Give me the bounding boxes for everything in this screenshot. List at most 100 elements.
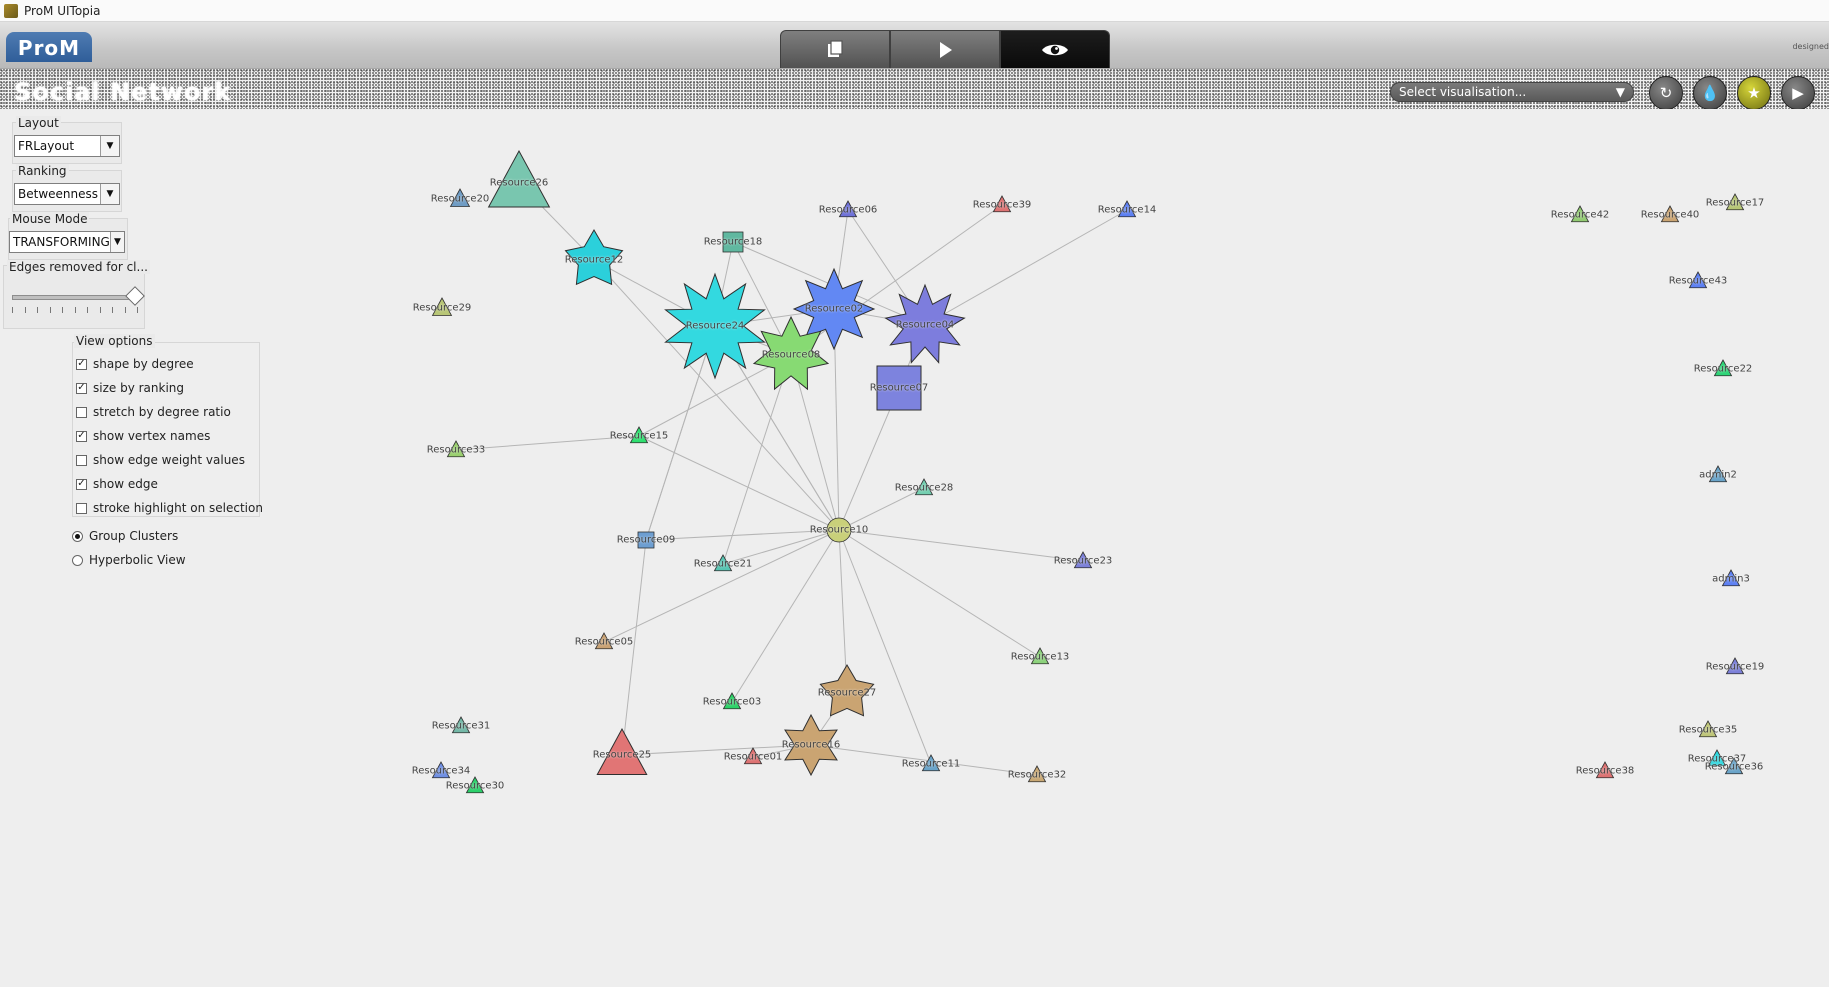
edge[interactable] bbox=[810, 744, 1038, 776]
edge[interactable] bbox=[455, 435, 640, 451]
node-resource12[interactable] bbox=[564, 229, 624, 286]
node-resource19[interactable] bbox=[1725, 657, 1745, 675]
edge[interactable] bbox=[790, 204, 1003, 356]
edge[interactable] bbox=[645, 325, 716, 541]
checkbox[interactable] bbox=[76, 454, 87, 466]
edge[interactable] bbox=[621, 539, 647, 756]
node-resource08[interactable] bbox=[752, 315, 830, 391]
node-resource34[interactable] bbox=[431, 761, 451, 779]
node-label: Resource42 bbox=[1550, 209, 1610, 221]
edge[interactable] bbox=[838, 487, 925, 531]
node-resource27[interactable] bbox=[819, 664, 875, 717]
node-resource16[interactable] bbox=[784, 713, 838, 777]
radio-button[interactable] bbox=[72, 530, 83, 542]
edge[interactable] bbox=[638, 435, 840, 531]
node-resource13[interactable] bbox=[1030, 647, 1050, 665]
edge[interactable] bbox=[638, 354, 792, 437]
layout-select[interactable]: FRLayout ▼ bbox=[14, 135, 120, 157]
option-show-edge[interactable]: ✓ show edge bbox=[76, 477, 158, 491]
node-resource25[interactable] bbox=[596, 727, 648, 775]
node-resource38[interactable] bbox=[1595, 761, 1615, 779]
node-resource24[interactable] bbox=[664, 272, 766, 380]
node-resource10[interactable] bbox=[826, 517, 852, 543]
node-resource17[interactable] bbox=[1725, 193, 1745, 211]
edge[interactable] bbox=[924, 209, 1128, 326]
checkbox[interactable]: ✓ bbox=[76, 382, 87, 394]
tab-workspace[interactable] bbox=[780, 30, 890, 68]
edge[interactable] bbox=[722, 354, 792, 565]
node-resource06[interactable] bbox=[838, 200, 858, 218]
node-resource33[interactable] bbox=[446, 440, 466, 458]
graph-svg[interactable] bbox=[0, 109, 1829, 987]
drop-button[interactable]: 💧 bbox=[1693, 76, 1727, 110]
option-shape-by-degree[interactable]: ✓ shape by degree bbox=[76, 357, 194, 371]
node-resource43[interactable] bbox=[1688, 271, 1708, 289]
node-resource37[interactable] bbox=[1707, 749, 1727, 767]
node-resource01[interactable] bbox=[743, 747, 763, 765]
option-stretch-by-degree-ratio[interactable]: stretch by degree ratio bbox=[76, 405, 231, 419]
edge[interactable] bbox=[838, 529, 932, 765]
edge[interactable] bbox=[838, 387, 900, 531]
checkbox[interactable]: ✓ bbox=[76, 478, 87, 490]
top-toolbar: ProM designed bbox=[0, 22, 1829, 69]
node-resource26[interactable] bbox=[487, 149, 551, 208]
radio-hyperbolic-view[interactable]: Hyperbolic View bbox=[72, 553, 186, 567]
node-resource09[interactable] bbox=[637, 531, 655, 549]
edge[interactable] bbox=[645, 529, 840, 541]
select-visualisation[interactable]: Select visualisation... ▼ bbox=[1390, 82, 1634, 102]
node-resource03[interactable] bbox=[722, 692, 742, 710]
option-show-vertex-names[interactable]: ✓ show vertex names bbox=[76, 429, 210, 443]
node-resource14[interactable] bbox=[1117, 200, 1137, 218]
node-resource31[interactable] bbox=[451, 716, 471, 734]
node-resource02[interactable] bbox=[792, 267, 876, 351]
node-resource18[interactable] bbox=[722, 231, 744, 253]
node-resource21[interactable] bbox=[713, 554, 733, 572]
edge[interactable] bbox=[838, 529, 1041, 658]
tab-views[interactable] bbox=[1000, 30, 1110, 68]
node-resource35[interactable] bbox=[1698, 720, 1718, 738]
node-resource11[interactable] bbox=[921, 754, 941, 772]
node-label: Resource10 bbox=[809, 524, 869, 536]
checkbox[interactable]: ✓ bbox=[76, 430, 87, 442]
node-resource42[interactable] bbox=[1570, 205, 1590, 223]
option-size-by-ranking[interactable]: ✓ size by ranking bbox=[76, 381, 184, 395]
node-admin3[interactable] bbox=[1721, 569, 1741, 587]
edge[interactable] bbox=[838, 529, 1084, 562]
node-resource23[interactable] bbox=[1073, 551, 1093, 569]
node-resource20[interactable] bbox=[449, 188, 471, 207]
node-resource15[interactable] bbox=[629, 426, 649, 444]
checkbox[interactable]: ✓ bbox=[76, 358, 87, 370]
edge[interactable] bbox=[621, 744, 812, 756]
node-resource07[interactable] bbox=[876, 365, 922, 411]
node-admin2[interactable] bbox=[1708, 465, 1728, 483]
node-resource36[interactable] bbox=[1724, 757, 1744, 775]
refresh-button[interactable]: ↻ bbox=[1649, 76, 1683, 110]
node-resource04[interactable] bbox=[884, 283, 966, 364]
node-label: Resource39 bbox=[972, 199, 1032, 211]
node-resource30[interactable] bbox=[465, 776, 485, 794]
option-show-edge-weight-values[interactable]: show edge weight values bbox=[76, 453, 245, 467]
favorite-button[interactable]: ★ bbox=[1737, 76, 1771, 110]
checkbox[interactable] bbox=[76, 502, 87, 514]
edge[interactable] bbox=[603, 529, 840, 643]
node-resource39[interactable] bbox=[992, 195, 1012, 213]
node-resource40[interactable] bbox=[1660, 205, 1680, 223]
edge[interactable] bbox=[838, 529, 848, 694]
radio-group-clusters[interactable]: Group Clusters bbox=[72, 529, 178, 543]
node-resource28[interactable] bbox=[914, 478, 934, 496]
play-button[interactable]: ▶ bbox=[1781, 76, 1815, 110]
edge[interactable] bbox=[790, 354, 840, 531]
node-resource32[interactable] bbox=[1027, 765, 1047, 783]
graph-canvas[interactable] bbox=[0, 109, 1829, 987]
option-stroke-highlight[interactable]: stroke highlight on selection bbox=[76, 501, 263, 515]
node-resource05[interactable] bbox=[594, 632, 614, 650]
node-resource22[interactable] bbox=[1713, 359, 1733, 377]
tab-actions[interactable] bbox=[890, 30, 1000, 68]
edge[interactable] bbox=[722, 529, 840, 565]
ranking-select[interactable]: Betweenness ▼ bbox=[14, 183, 120, 205]
radio-button[interactable] bbox=[72, 554, 83, 566]
node-resource29[interactable] bbox=[431, 297, 453, 316]
edge[interactable] bbox=[731, 529, 840, 703]
checkbox[interactable] bbox=[76, 406, 87, 418]
mouse-mode-select[interactable]: TRANSFORMING ▼ bbox=[9, 231, 125, 253]
